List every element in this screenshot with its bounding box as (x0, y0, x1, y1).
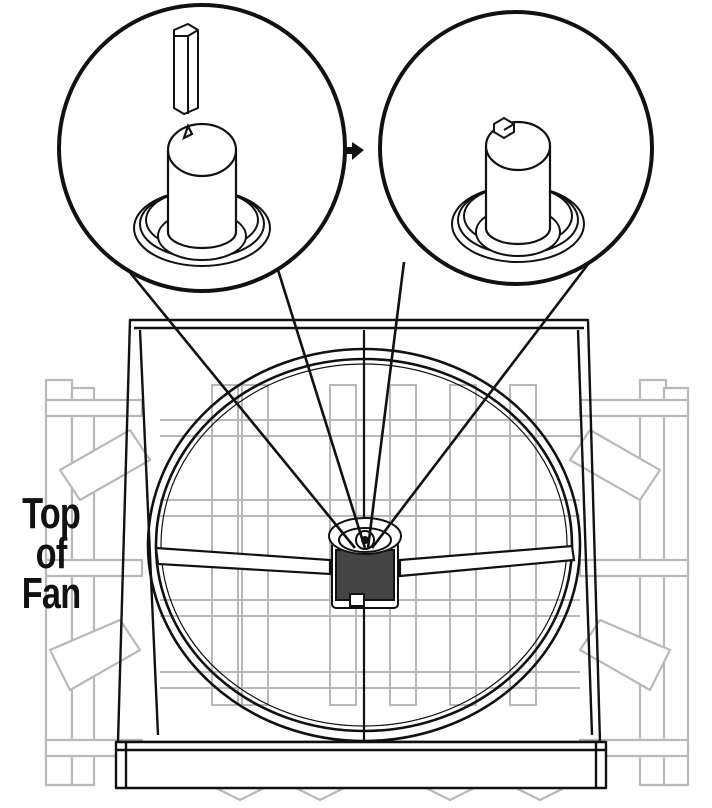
callout-before (57, 3, 347, 293)
callout-leader-lines (108, 237, 610, 549)
top-of-fan-label: Top of Fan (16, 489, 86, 618)
right-arrow-icon (344, 142, 364, 160)
pallet-left-arm-lower (48, 618, 142, 692)
motor-assembly (328, 517, 402, 609)
motor-shaft (484, 120, 552, 246)
label-line-fan: Fan (21, 569, 81, 618)
shipping-pallet (44, 378, 690, 802)
shaft-key-seated (493, 116, 515, 140)
pallet-right-arm-lower (578, 618, 672, 692)
fan-housing (114, 318, 608, 790)
pallet-right-post (638, 378, 668, 787)
motor-shaft (166, 122, 238, 250)
pallet-left-post (44, 378, 74, 787)
left-blade (154, 546, 332, 576)
pallet-lattice (160, 384, 580, 706)
shaft-key (173, 22, 199, 116)
label-line-of: of (35, 529, 68, 578)
callout-after (378, 10, 654, 286)
right-blade (398, 544, 576, 578)
label-line-top: Top (22, 489, 81, 538)
